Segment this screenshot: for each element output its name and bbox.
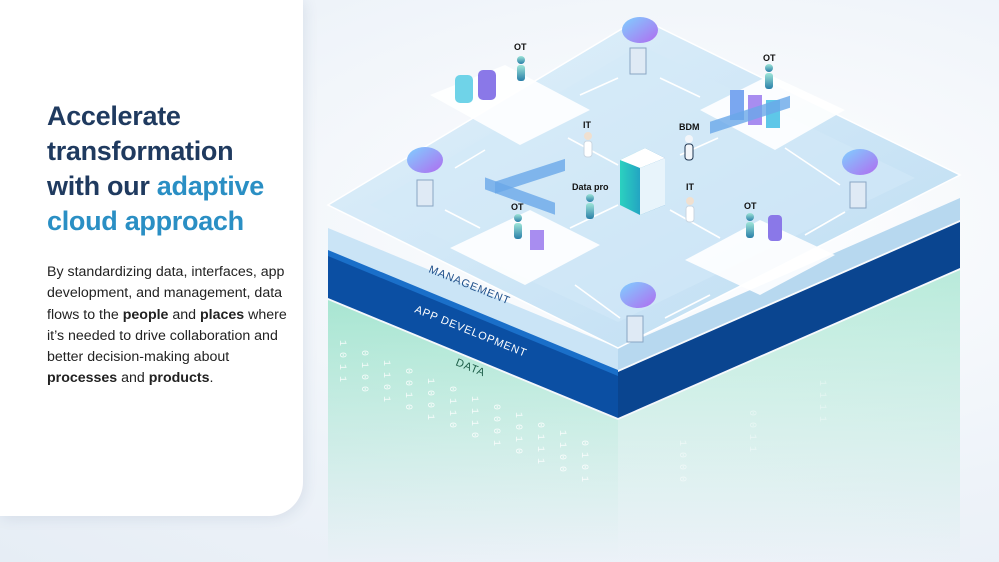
adaptive-cloud-diagram: 1 0 1 1 0 1 0 0 1 1 0 1 0 0 1 0 1 0 0 1 …: [326, 17, 962, 562]
binary-10: 0 1 1 1: [534, 422, 545, 464]
person-it-top: [583, 132, 593, 158]
app-development-layer: [328, 222, 960, 418]
person-ot-bottom-left: [514, 214, 522, 239]
data-layer: 1 0 1 1 0 1 0 0 1 1 0 1 0 0 1 0 1 0 0 1 …: [328, 270, 960, 562]
management-layer: [328, 198, 960, 376]
arrow-12: [569, 204, 619, 229]
arrow-4: [784, 147, 841, 186]
tile-factory-bottom-left: [450, 158, 600, 285]
binary-9: 1 0 1 0: [512, 412, 523, 454]
title-accent-2: cloud: [47, 206, 118, 236]
binary-1: 1 0 1 1: [336, 340, 347, 382]
binary-11: 1 1 0 0: [556, 430, 567, 472]
description-bold-places: places: [200, 306, 245, 323]
binary-6: 0 1 1 0: [446, 386, 457, 428]
title-line-4: approach: [117, 206, 244, 236]
role-label-it-bottom: IT: [686, 182, 695, 192]
central-building: [620, 148, 665, 215]
page-title: Accelerate transformation with our adapt…: [47, 99, 297, 239]
arrow-2: [659, 77, 701, 98]
title-line-1: Accelerate: [47, 101, 181, 131]
description: By standardizing data, interfaces, app d…: [47, 262, 287, 390]
role-label-ot-bottom-right: OT: [744, 201, 757, 211]
role-label-bdm: BDM: [679, 122, 700, 132]
description-bold-products: products: [148, 370, 210, 387]
binary-12: 0 1 0 1: [578, 440, 589, 482]
tile-factory-bottom-right: [685, 95, 835, 295]
binary-7: 1 1 1 0: [468, 396, 479, 438]
role-label-ot-top-left: OT: [514, 42, 527, 52]
binary-13: 1 0 0 0: [676, 440, 687, 482]
title-accent-1: adaptive: [156, 171, 264, 201]
description-text-1: By standardizing data, interfaces, app d…: [47, 264, 285, 323]
cloud-server-left: [407, 147, 443, 207]
person-bdm: [684, 135, 694, 161]
description-text-5: .: [209, 370, 214, 387]
role-label-ot-bottom-left: OT: [511, 202, 524, 212]
binary-5: 1 0 0 1: [424, 378, 435, 420]
arrow-1: [579, 77, 619, 96]
binary-3: 1 1 0 1: [380, 360, 391, 402]
role-label-it-top: IT: [583, 120, 592, 130]
cloud-server-bottom: [620, 282, 656, 343]
arrow-3: [454, 149, 486, 169]
role-label-ot-top-right: OT: [763, 53, 776, 63]
description-bold-people: people: [122, 306, 169, 323]
binary-15: 1 1 1 1: [816, 380, 827, 422]
description-text-3: where it’s needed to drive collaboration…: [47, 306, 287, 366]
arrow-10: [669, 209, 721, 239]
binary-4: 0 0 1 0: [402, 368, 413, 410]
cloud-server-top: [622, 17, 658, 75]
description-text-4: and: [117, 370, 149, 387]
text-card: Accelerate transformation with our adapt…: [0, 0, 303, 516]
binary-8: 0 0 0 1: [490, 404, 501, 446]
arrow-6: [804, 211, 846, 236]
person-it-bottom: [685, 197, 695, 223]
role-label-data-pro: Data pro: [572, 182, 609, 192]
title-line-2: transformation: [47, 136, 234, 166]
person-ot-top-left: [517, 56, 525, 81]
binary-2: 0 1 0 0: [358, 350, 369, 392]
arrow-5: [444, 209, 481, 229]
person-data-pro: [586, 194, 594, 219]
arrow-9: [567, 137, 619, 166]
title-line-3: with our: [47, 171, 157, 201]
person-ot-top-right: [765, 64, 773, 89]
description-bold-processes: processes: [47, 370, 118, 387]
description-text-2: and: [168, 306, 201, 323]
flow-arrows: [444, 77, 846, 319]
person-ot-bottom-right: [746, 213, 754, 238]
arrow-7: [574, 284, 621, 319]
cloud-server-right: [842, 149, 878, 209]
binary-14: 0 0 1 1: [746, 410, 757, 452]
arrow-8: [664, 294, 711, 319]
